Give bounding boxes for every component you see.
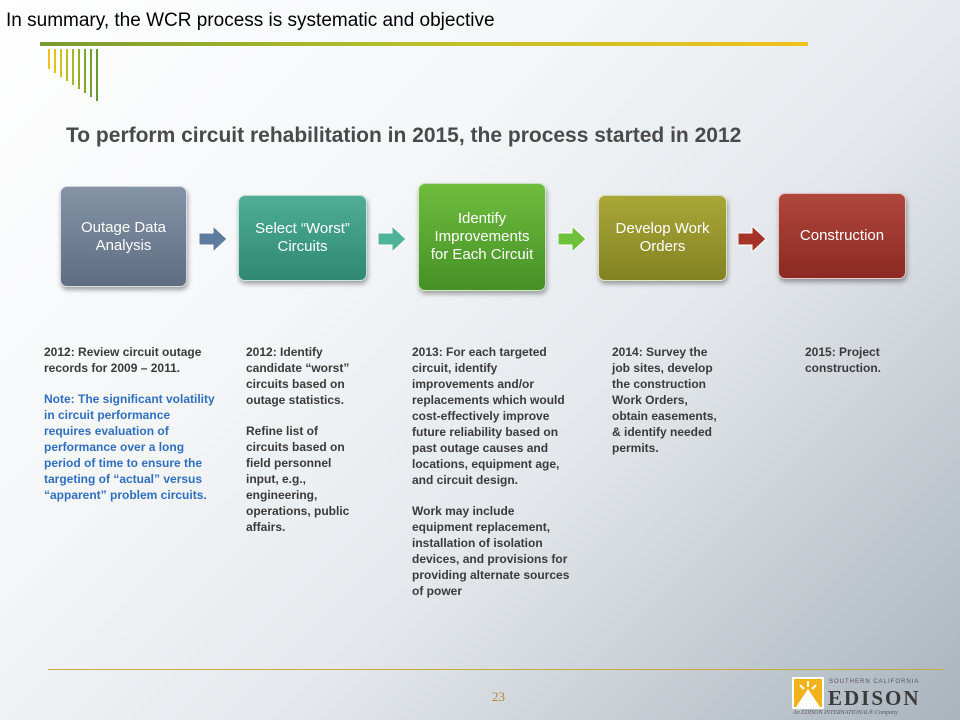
note-text: 2014: Survey the job sites, develop the … <box>612 345 717 455</box>
logo-tagline: An EDISON INTERNATIONAL® Company <box>793 710 898 716</box>
step-select-worst-circuits: Select “Worst” Circuits <box>238 195 367 281</box>
step-outage-data-analysis: Outage Data Analysis <box>60 186 187 287</box>
arrow-right-icon <box>199 226 227 252</box>
decorative-bar <box>72 49 74 85</box>
decorative-bar <box>78 49 80 89</box>
step-construction: Construction <box>778 193 906 279</box>
edison-logo-icon <box>792 677 824 709</box>
note-column-1: 2012: Review circuit outage records for … <box>44 344 219 518</box>
note-text-highlight: Note: The significant volatility in circ… <box>44 392 215 502</box>
decorative-bar <box>66 49 68 81</box>
arrow-right-icon <box>558 226 586 252</box>
note-column-2: 2012: Identify candidate “worst” circuit… <box>246 344 364 550</box>
decorative-bar <box>60 49 62 77</box>
process-heading: To perform circuit rehabilitation in 201… <box>66 124 742 147</box>
note-text: 2012: Review circuit outage records for … <box>44 345 202 375</box>
note-text: Work may include equipment replacement, … <box>412 504 570 598</box>
decorative-bars-icon <box>48 49 102 105</box>
decorative-bar <box>90 49 92 97</box>
decorative-bar <box>48 49 50 69</box>
decorative-bar <box>96 49 98 101</box>
logo-top-line: SOUTHERN CALIFORNIA <box>829 679 920 685</box>
slide-title: In summary, the WCR process is systemati… <box>6 10 495 31</box>
note-column-5: 2015: Project construction. <box>805 344 905 391</box>
note-text: 2013: For each targeted circuit, identif… <box>412 345 565 487</box>
note-text: 2012: Identify candidate “worst” circuit… <box>246 345 350 407</box>
arrow-right-icon <box>378 226 406 252</box>
decorative-bar <box>54 49 56 73</box>
decorative-bar <box>84 49 86 93</box>
arrow-right-icon <box>738 226 766 252</box>
note-column-4: 2014: Survey the job sites, develop the … <box>612 344 722 471</box>
step-develop-work-orders: Develop Work Orders <box>598 195 727 281</box>
note-column-3: 2013: For each targeted circuit, identif… <box>412 344 576 614</box>
page-number: 23 <box>492 689 505 704</box>
note-text: 2015: Project construction. <box>805 345 882 375</box>
title-underline <box>40 42 808 46</box>
note-text: Refine list of circuits based on field p… <box>246 424 350 534</box>
logo-wordmark: EDISON <box>828 686 921 710</box>
footer-rule <box>48 669 944 670</box>
step-identify-improvements: Identify Improvements for Each Circuit <box>418 183 546 291</box>
